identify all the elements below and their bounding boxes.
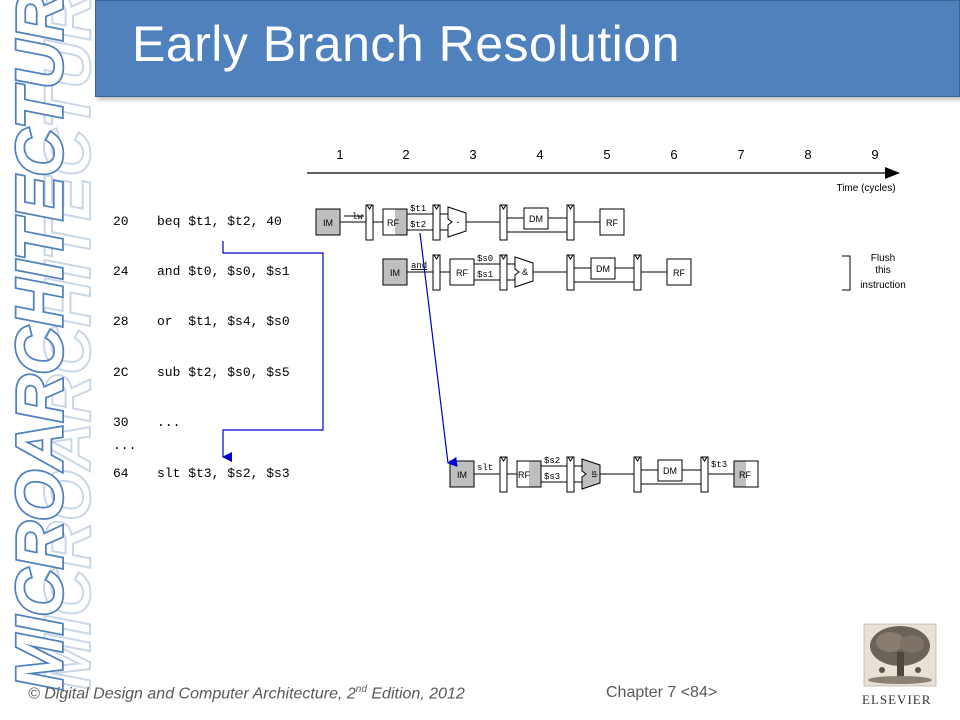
sidebar-word: MICROARCHITECTURE bbox=[2, 0, 76, 690]
reg-label: $s2 bbox=[544, 456, 560, 466]
reg-label: $t1 bbox=[410, 204, 426, 214]
code-instr-7: slt $t3, $s2, $s3 bbox=[157, 466, 290, 481]
rf-label: RF bbox=[739, 470, 751, 480]
chapter-page-label: Chapter 7 <84> bbox=[606, 684, 718, 701]
alu-shape bbox=[581, 458, 601, 490]
flush-note-line: Flush bbox=[871, 253, 895, 264]
code-instr-1: beq $t1, $t2, 40 bbox=[157, 214, 282, 229]
code-instr-5: ... bbox=[157, 415, 181, 430]
code-addr-4: 2C bbox=[113, 365, 129, 380]
pipeline-register bbox=[566, 254, 575, 291]
dm-label: DM bbox=[529, 214, 543, 224]
branch-target-arrow bbox=[222, 241, 324, 462]
im-box bbox=[382, 258, 408, 286]
pipeline-register bbox=[633, 254, 642, 291]
slide-title: Early Branch Resolution bbox=[132, 16, 680, 72]
publisher-name: ELSEVIER bbox=[862, 692, 932, 707]
branch-resolution-arrow bbox=[419, 232, 458, 467]
pipeline-row-slt bbox=[449, 456, 759, 493]
rf-label: RF bbox=[606, 218, 618, 228]
im-label: IM bbox=[457, 470, 467, 480]
cycle-label: 3 bbox=[469, 147, 476, 162]
alu-shape bbox=[514, 256, 534, 288]
flush-note: Flush this instruction bbox=[842, 253, 906, 291]
pipeline-row-slt-text: IM slt RF $s2 $s3 slt DM $t3 RF bbox=[457, 456, 751, 482]
pipeline-register bbox=[499, 204, 508, 241]
copyright-superscript: nd bbox=[355, 684, 367, 695]
code-instr-2: and $t0, $s0, $s1 bbox=[157, 264, 290, 279]
copyright-text: © Digital Design and Computer Architectu… bbox=[28, 685, 356, 703]
dm-label: DM bbox=[596, 264, 610, 274]
sidebar-branding: MICROARCHITECTURE MICROARCHITECTURE bbox=[0, 0, 95, 720]
sidebar-word-shadow: MICROARCHITECTURE bbox=[30, 0, 95, 690]
sidebar-svg: MICROARCHITECTURE MICROARCHITECTURE bbox=[0, 0, 95, 692]
alu-op-label: & bbox=[522, 267, 528, 277]
pipeline-register bbox=[365, 204, 374, 241]
reg-label: $s1 bbox=[477, 270, 493, 280]
cycle-label: 1 bbox=[336, 147, 343, 162]
rf-label: RF bbox=[387, 218, 399, 228]
time-axis-label: Time (cycles) bbox=[836, 183, 895, 194]
reg-label: $t3 bbox=[711, 460, 727, 470]
op-label: and bbox=[411, 261, 427, 271]
pipeline-register bbox=[700, 456, 709, 493]
copyright-footer: © Digital Design and Computer Architectu… bbox=[28, 684, 465, 703]
pipeline-row-and bbox=[382, 254, 692, 291]
rf-box bbox=[449, 258, 475, 286]
im-box bbox=[315, 208, 341, 236]
alu-shape bbox=[447, 206, 467, 238]
code-addr-3: 28 bbox=[113, 314, 129, 329]
code-addr-7: 64 bbox=[113, 466, 129, 481]
cycle-label: 2 bbox=[402, 147, 409, 162]
code-addr-5: 30 bbox=[113, 415, 129, 430]
cycle-label: 4 bbox=[536, 147, 543, 162]
pipeline-register bbox=[566, 456, 575, 493]
code-addr-6: ... bbox=[113, 438, 137, 453]
rf-box bbox=[599, 208, 625, 236]
code-instr-3: or $t1, $s4, $s0 bbox=[157, 314, 290, 329]
flush-note-line: instruction bbox=[860, 280, 906, 291]
pipeline-register bbox=[633, 456, 642, 493]
pipeline-row-beq bbox=[315, 204, 625, 241]
alu-op-label: - bbox=[457, 217, 460, 227]
code-addr-1: 20 bbox=[113, 214, 129, 229]
code-addr-2: 24 bbox=[113, 264, 129, 279]
rf-label: RF bbox=[518, 470, 530, 480]
alu-op-label: slt bbox=[590, 471, 597, 478]
cycle-label: 7 bbox=[737, 147, 744, 162]
op-label: slt bbox=[477, 463, 493, 473]
pipeline-row-beq-text: IM lw RF $t1 $t2 - DM RF bbox=[323, 204, 618, 230]
reg-label: $s0 bbox=[477, 254, 493, 264]
timeline: 1 2 3 4 5 6 7 8 9 Time (cycles) bbox=[307, 147, 900, 194]
code-instr-4: sub $t2, $s0, $s5 bbox=[157, 365, 290, 380]
cycle-label: 8 bbox=[804, 147, 811, 162]
pipeline-register bbox=[499, 254, 508, 291]
rf-box bbox=[733, 460, 759, 488]
reg-label: $t2 bbox=[410, 220, 426, 230]
pipeline-register bbox=[566, 204, 575, 241]
rf-label: RF bbox=[673, 268, 685, 278]
pipeline-register bbox=[432, 204, 441, 241]
op-label: lw bbox=[352, 212, 363, 222]
rf-box bbox=[666, 258, 692, 286]
cycle-label: 5 bbox=[603, 147, 610, 162]
cycle-label: 9 bbox=[871, 147, 878, 162]
pipeline-register bbox=[499, 456, 508, 493]
im-label: IM bbox=[390, 268, 400, 278]
rf-label: RF bbox=[456, 268, 468, 278]
flush-note-line: this bbox=[875, 265, 891, 276]
im-label: IM bbox=[323, 218, 333, 228]
dm-label: DM bbox=[663, 466, 677, 476]
pipeline-row-and-text: IM and RF $s0 $s1 & DM RF bbox=[390, 254, 685, 280]
reg-label: $s3 bbox=[544, 472, 560, 482]
pipeline-register bbox=[432, 254, 441, 291]
copyright-text-end: Edition, 2012 bbox=[366, 685, 465, 703]
elsevier-tree-logo bbox=[863, 623, 937, 687]
cycle-label: 6 bbox=[670, 147, 677, 162]
